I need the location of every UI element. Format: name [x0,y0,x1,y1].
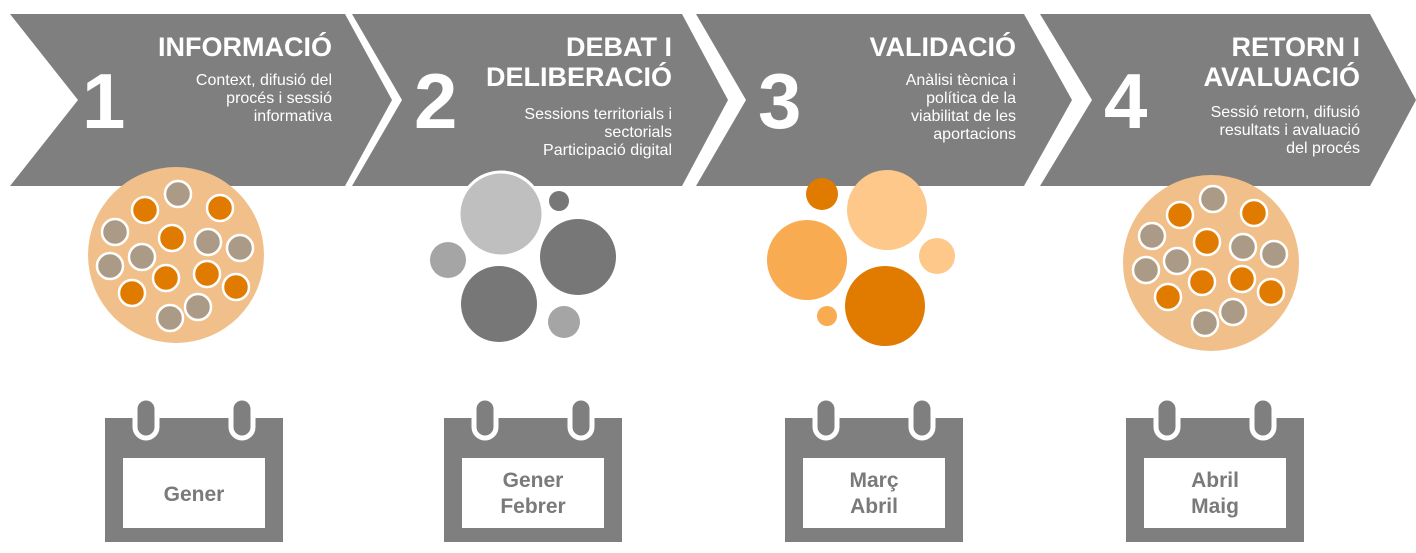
calendar-icon [444,395,622,542]
scattered-bubbles-icon [430,170,616,342]
calendar-period-label: Gener Febrer [500,469,566,518]
calendar-period-label: Abril Maig [1191,469,1239,518]
step-1-number: 1 [82,57,126,145]
calendar-step-1: Gener [105,395,283,548]
step-4-description: Sessió retorn, difusió resultats i avalu… [1210,104,1360,157]
circle-cluster-icon [88,167,264,343]
calendar-period-label: Març Abril [849,469,899,518]
calendar-step-3: Març Abril [785,395,963,548]
chevron-arrow-icon [352,14,728,186]
calendar-step-4: Abril Maig [1126,395,1304,548]
step-2-title: DEBAT I DELIBERACIÓ [485,32,672,92]
step-1-title: INFORMACIÓ [158,32,332,62]
step-3-chevron: 3 VALIDACIÓ Anàlisi tècnica i política d… [696,14,1072,186]
step-2-number: 2 [414,57,458,145]
step-3-number: 3 [758,57,802,145]
bubble-illustrations [88,167,1299,351]
scattered-bubbles-icon [767,170,955,346]
chevron-arrow-icon [10,14,392,186]
step-2-chevron: 2 DEBAT I DELIBERACIÓ Sessions territori… [352,14,728,186]
step-3-title: VALIDACIÓ [869,32,1017,62]
circle-cluster-icon [1123,175,1299,351]
step-4-title: RETORN I AVALUACIÓ [1203,32,1361,92]
calendar-icon [105,395,283,542]
step-3-description: Anàlisi tècnica i política de la viabili… [905,72,1016,143]
calendar-step-2: Gener Febrer [444,395,622,548]
chevron-arrow-icon [696,14,1072,186]
step-1-chevron: 1 INFORMACIÓ Context, difusió del procés… [10,14,392,186]
calendar-period-label: Gener [163,483,225,506]
calendar-icon [1126,395,1304,542]
step-2-description: Sessions territorials i sectorials Parti… [524,106,672,159]
calendar-icon [785,395,963,542]
chevron-arrow-icon [1040,14,1416,186]
step-4-number: 4 [1104,57,1148,145]
step-1-description: Context, difusió del procés i sessió inf… [195,72,332,125]
step-4-chevron: 4 RETORN I AVALUACIÓ Sessió retorn, difu… [1040,14,1416,186]
participation-process-diagram: 1 INFORMACIÓ Context, difusió del procés… [10,14,1416,542]
